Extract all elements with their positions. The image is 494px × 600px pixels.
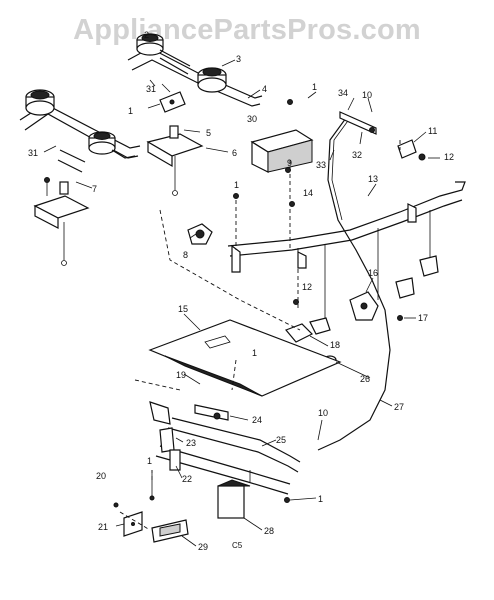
callout-12-a: 12	[444, 152, 454, 162]
burner-valve-right-3	[395, 277, 415, 299]
spark-module	[339, 111, 377, 135]
callout-9: 9	[287, 158, 292, 168]
callout-20: 20	[96, 471, 106, 481]
callout-1-b: 1	[128, 106, 133, 116]
leader-lines	[43, 59, 440, 547]
pressure-regulator	[349, 291, 379, 321]
callout-17: 17	[418, 313, 428, 323]
callout-28: 28	[264, 526, 274, 536]
oven-burner-tube	[149, 401, 301, 473]
screws-mid	[233, 99, 403, 321]
front-left-burner	[19, 89, 141, 159]
callout-25: 25	[276, 435, 286, 445]
callout-31-b: 31	[28, 148, 38, 158]
callout-11: 11	[428, 126, 437, 136]
callout-5: 5	[206, 128, 211, 138]
callout-3: 3	[236, 54, 241, 64]
valve-18	[284, 317, 331, 343]
screw-lower-1	[149, 470, 155, 501]
oven-igniter-bracket	[159, 427, 181, 471]
callout-2: 2	[144, 30, 149, 40]
burner-valve-right-2	[419, 255, 439, 277]
callout-32: 32	[352, 150, 362, 160]
watermark-text: AppliancePartsPros.com	[73, 14, 421, 46]
screw-left-bracket	[44, 177, 50, 196]
front-right-burner	[57, 131, 136, 173]
oven-burner-main-tube	[155, 445, 291, 495]
callout-1-a: 1	[312, 82, 317, 92]
screw-oven-valve	[284, 497, 290, 503]
screw-20	[113, 502, 119, 508]
callout-27: 27	[394, 402, 404, 412]
rear-left-burner	[136, 33, 191, 75]
callout-34: 34	[338, 88, 348, 98]
burner-valve-right-1	[397, 139, 426, 161]
callout-6: 6	[232, 148, 237, 158]
callout-1-d: 1	[252, 348, 257, 358]
callout-1-c: 1	[234, 180, 239, 190]
callout-1-e: 1	[147, 456, 152, 466]
igniter-bracket-left	[33, 181, 90, 266]
callout-10-b: 10	[318, 408, 328, 418]
oven-thermostat-valve	[187, 223, 213, 245]
callout-4: 4	[262, 84, 267, 94]
callout-23: 23	[186, 438, 196, 448]
callout-14: 14	[303, 188, 313, 198]
reference-lines	[119, 140, 401, 531]
igniter-29	[151, 519, 189, 543]
callout-31-a: 31	[146, 84, 156, 94]
callout-29: 29	[198, 542, 208, 552]
callout-10-a: 10	[362, 90, 372, 100]
diagram-code: C5	[232, 541, 243, 550]
callout-21: 21	[98, 522, 108, 532]
callout-12-b: 12	[302, 282, 312, 292]
rear-right-burner	[127, 47, 263, 107]
callout-24: 24	[252, 415, 262, 425]
gas-manifold	[227, 181, 466, 320]
callout-18: 18	[330, 340, 340, 350]
callout-22: 22	[182, 474, 192, 484]
igniter-bracket-center	[146, 125, 204, 196]
callout-26: 26	[360, 374, 370, 384]
callout-33: 33	[316, 160, 326, 170]
callout-8: 8	[183, 250, 188, 260]
callout-16: 16	[368, 268, 378, 278]
oven-baffle-15	[148, 319, 342, 397]
callout-15: 15	[178, 304, 188, 314]
heat-shield-30	[250, 129, 314, 173]
callout-7: 7	[92, 184, 97, 194]
gas-tube	[317, 117, 391, 451]
igniter-bracket-rear	[159, 91, 186, 113]
bracket-21	[123, 511, 143, 537]
callout-1-f: 1	[318, 494, 323, 504]
callout-13: 13	[368, 174, 378, 184]
callout-30: 30	[247, 114, 257, 124]
oven-safety-valve	[217, 479, 251, 519]
callout-19: 19	[176, 370, 186, 380]
